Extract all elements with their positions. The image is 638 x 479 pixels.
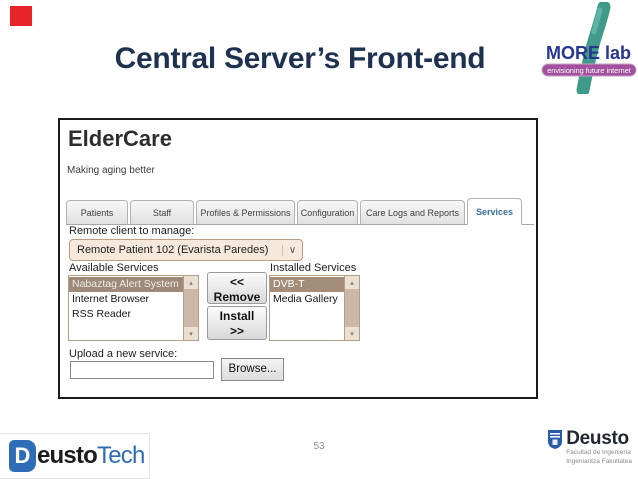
tab-services[interactable]: Services <box>467 198 522 225</box>
available-services-scrollbar[interactable]: ▴ ▾ <box>183 276 198 340</box>
tab-staff[interactable]: Staff <box>130 200 194 224</box>
upload-service-label: Upload a new service: <box>69 348 178 360</box>
installed-services-label: Installed Services <box>270 262 357 274</box>
browse-button[interactable]: Browse... <box>221 358 284 381</box>
remove-button-label: Remove <box>213 290 261 304</box>
deustotech-name-part2: Tech <box>97 442 145 469</box>
morelab-logo: MORE lab envisioning future internet <box>540 0 638 97</box>
tab-patients[interactable]: Patients <box>66 200 128 224</box>
tab-profiles-permissions[interactable]: Profiles & Permissions <box>196 200 295 224</box>
remove-button-arrows: << <box>229 275 244 289</box>
remote-client-select[interactable]: Remote Patient 102 (Evarista Paredes) ∨ <box>69 239 303 261</box>
tab-care-logs-and-reports[interactable]: Care Logs and Reports <box>360 200 465 224</box>
remote-client-selected-option: Remote Patient 102 (Evarista Paredes) <box>77 244 269 256</box>
available-services-label: Available Services <box>69 262 159 274</box>
morelab-name: MORE lab <box>546 43 631 63</box>
remove-button[interactable]: << Remove <box>207 272 267 304</box>
scroll-down-icon[interactable]: ▾ <box>184 327 198 340</box>
deusto-subtitle-line2: Ingeniaritza Fakultatea <box>566 457 632 465</box>
install-button-label: Install <box>219 309 255 323</box>
morelab-tagline: envisioning future internet <box>547 66 631 75</box>
deustotech-d-icon: D <box>9 440 36 472</box>
available-service-internet-browser[interactable]: Internet Browser <box>72 293 150 305</box>
morelab-brushstroke-icon: MORE lab envisioning future internet <box>541 0 637 97</box>
deusto-name: Deusto <box>566 428 629 449</box>
install-button-arrows: >> <box>229 324 244 338</box>
installed-service-dvb-t[interactable]: DVB-T <box>270 277 344 292</box>
deusto-subtitle-line1: Facultad de Ingeniería <box>566 448 631 456</box>
page-number: 53 <box>313 441 325 452</box>
deustotech-logo: D eusto Tech <box>0 433 150 479</box>
deustotech-name-part1: eusto <box>37 442 98 469</box>
app-title: ElderCare <box>68 126 172 151</box>
scroll-up-icon[interactable]: ▴ <box>345 276 359 289</box>
tab-configuration[interactable]: Configuration <box>297 200 358 224</box>
slide-title: Central Server’s Front-end <box>114 42 486 75</box>
deusto-logo: Deusto Facultad de Ingeniería Ingeniarit… <box>547 429 632 466</box>
deusto-shield-icon <box>548 430 563 449</box>
available-service-nabaztag-alert-system[interactable]: Nabaztag Alert System <box>69 277 183 292</box>
install-button[interactable]: Install >> <box>207 306 267 340</box>
installed-services-scrollbar[interactable]: ▴ ▾ <box>344 276 359 340</box>
slide-accent-mark <box>10 6 32 26</box>
app-tagline: Making aging better <box>67 165 155 176</box>
available-service-rss-reader[interactable]: RSS Reader <box>72 308 131 320</box>
scroll-down-icon[interactable]: ▾ <box>345 327 359 340</box>
upload-file-input[interactable] <box>70 361 214 379</box>
scroll-up-icon[interactable]: ▴ <box>184 276 198 289</box>
remote-client-label: Remote client to manage: <box>69 225 195 237</box>
chevron-down-icon[interactable]: ∨ <box>282 244 302 256</box>
installed-service-media-gallery[interactable]: Media Gallery <box>273 293 338 305</box>
